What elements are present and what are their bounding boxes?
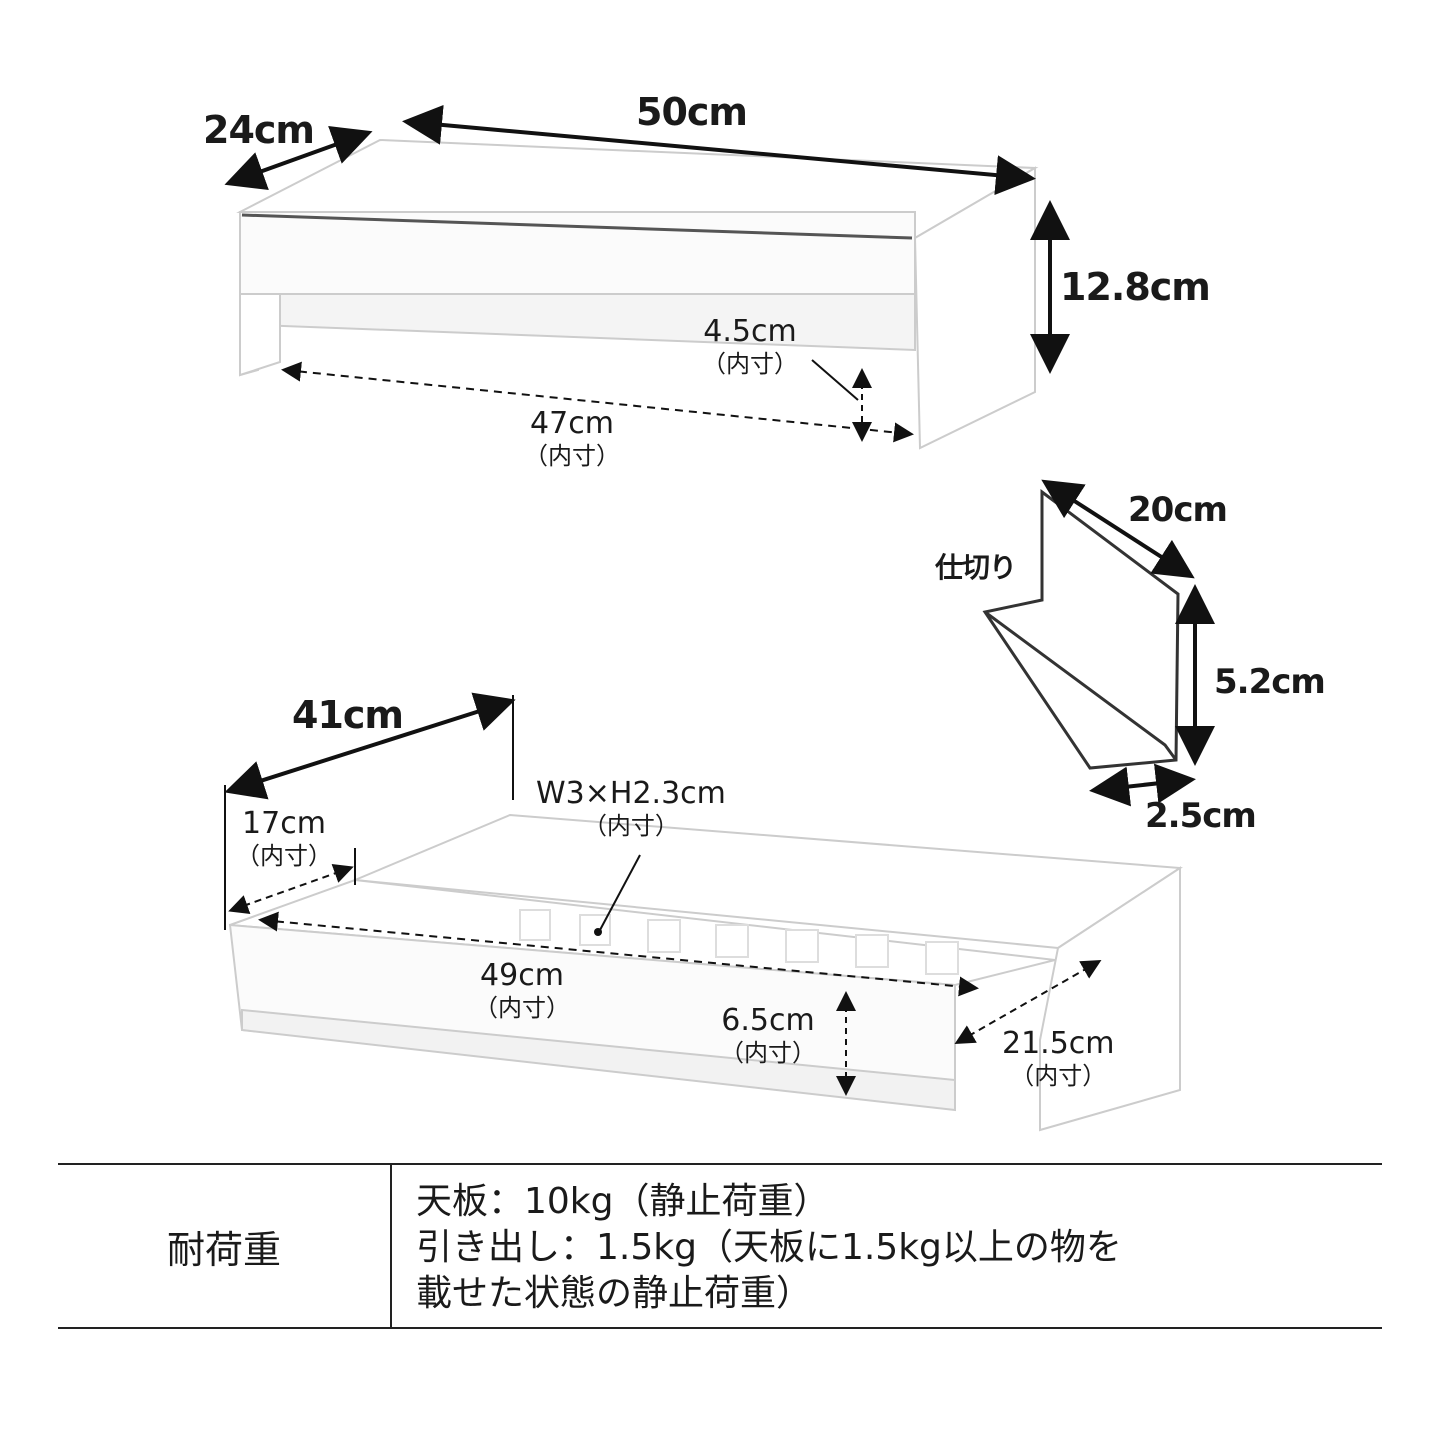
width-arrow: [402, 104, 1036, 196]
inner-width-arrow: [281, 361, 914, 443]
drawer-depth-label: 41cm: [292, 693, 404, 737]
top-inner-height-label: 4.5cm（内寸）: [702, 314, 798, 379]
load-line: 載せた状態の静止荷重）: [416, 1273, 813, 1314]
divider-base-label: 2.5cm: [1145, 796, 1257, 836]
top-unit-drawing: [236, 138, 1039, 450]
drawer-inner-depth-label: 21.5cm（内寸）: [1002, 1026, 1115, 1091]
load-capacity-table: 耐荷重 天板：10kg（静止荷重） 引き出し：1.5kg（天板に1.5kg以上の…: [58, 1163, 1382, 1329]
load-capacity-header: 耐荷重: [58, 1165, 392, 1327]
product-illustration: [224, 104, 1215, 1132]
load-line: 天板：10kg（静止荷重）: [416, 1181, 830, 1222]
load-capacity-details: 天板：10kg（静止荷重） 引き出し：1.5kg（天板に1.5kg以上の物を 載…: [416, 1179, 1122, 1317]
divider-base-arrow: [1089, 763, 1196, 807]
top-inner-width-label: 47cm（内寸）: [524, 406, 620, 471]
divider-title: 仕切り: [935, 551, 1017, 584]
load-line: 引き出し：1.5kg（天板に1.5kg以上の物を: [416, 1227, 1122, 1268]
depth-arrow: [224, 126, 373, 190]
drawer-inner-width-arrow: [258, 911, 979, 997]
top-depth-label: 24cm: [203, 108, 315, 152]
compartment-depth-label: 17cm（内寸）: [236, 806, 332, 871]
drawer-depth-arrow: [224, 692, 516, 800]
divider-height-label: 5.2cm: [1214, 662, 1326, 702]
divider-drawing: [982, 489, 1180, 770]
slot-size-label: W3×H2.3cm（内寸）: [536, 776, 726, 841]
divider-length-label: 20cm: [1128, 490, 1228, 530]
top-height-label: 12.8cm: [1060, 265, 1211, 309]
divider-length-arrow: [1041, 479, 1195, 579]
compartment-depth-arrow: [228, 863, 354, 915]
top-width-label: 50cm: [636, 90, 748, 134]
drawer-inner-width-label: 49cm（内寸）: [474, 958, 570, 1023]
drawer-inner-depth-arrow: [954, 960, 1102, 1044]
drawer-inner-height-label: 6.5cm（内寸）: [720, 1003, 816, 1068]
